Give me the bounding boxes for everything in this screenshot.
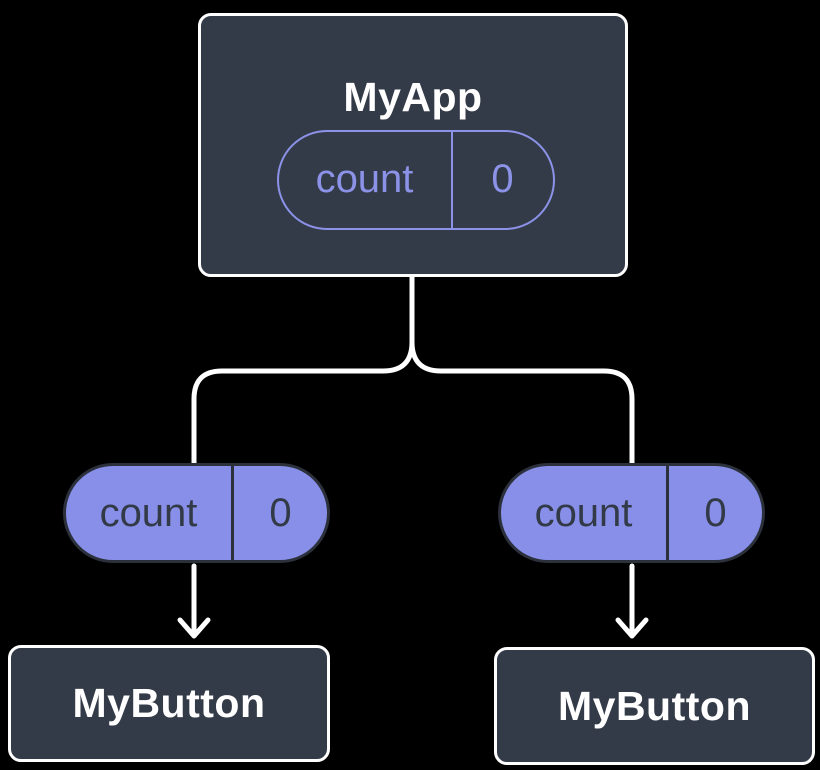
state-name-label: count [315, 157, 414, 201]
myapp-node: MyApp count 0 [198, 13, 628, 277]
mybutton-node-left-title: MyButton [72, 680, 266, 726]
prop-name-label: count [534, 490, 633, 535]
fork-left-line [191, 271, 415, 468]
state-value-label: 0 [450, 131, 553, 228]
myapp-node-title: MyApp [343, 74, 483, 120]
mybutton-node-left: MyButton [8, 645, 330, 762]
prop-value-label: 0 [666, 466, 762, 560]
prop-value-label: 0 [231, 466, 327, 560]
arrow-left-head-icon [177, 617, 211, 639]
arrow-right-head-icon [615, 617, 649, 639]
prop-pill-left: count 0 [63, 463, 330, 563]
state-pill: count 0 [276, 129, 555, 230]
prop-pill-right: count 0 [498, 463, 765, 563]
prop-name-label: count [99, 490, 198, 535]
mybutton-node-right-title: MyButton [557, 682, 751, 729]
mybutton-node-right: MyButton [494, 647, 815, 765]
fork-right-line [409, 271, 635, 468]
